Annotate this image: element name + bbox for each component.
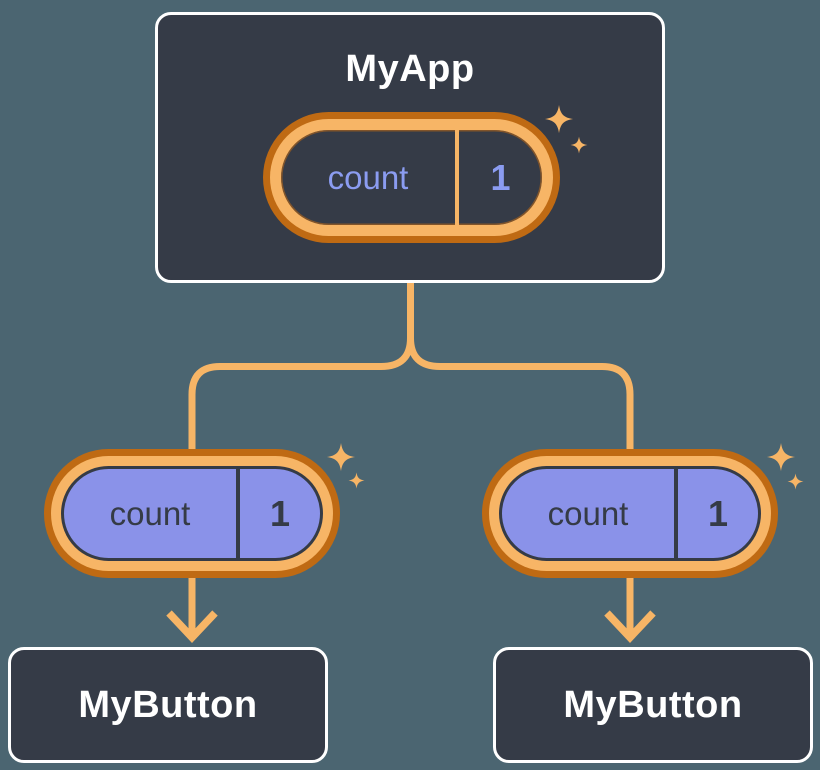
component-box-mybutton-left: MyButton <box>8 647 328 763</box>
prop-value: 1 <box>674 469 758 558</box>
component-title: MyButton <box>78 683 258 726</box>
sparkle-icon <box>326 442 356 472</box>
branch-right-line <box>407 337 634 452</box>
state-pill-ring: count 1 <box>270 119 553 236</box>
component-box-mybutton-right: MyButton <box>493 647 813 763</box>
prop-pill-ring: count 1 <box>489 456 771 571</box>
branch-left-line <box>188 283 414 452</box>
prop-pill-left: count 1 <box>44 449 340 578</box>
state-value: 1 <box>455 130 542 225</box>
prop-pill-body: count 1 <box>61 466 323 561</box>
sparkle-icon <box>787 473 804 490</box>
prop-pill-right: count 1 <box>482 449 778 578</box>
prop-value: 1 <box>236 469 320 558</box>
prop-pill-body: count 1 <box>499 466 761 561</box>
prop-name: count <box>109 494 191 532</box>
component-title: MyButton <box>563 683 743 726</box>
state-pill-root: count 1 <box>263 112 560 243</box>
arrow-right-head <box>604 610 656 643</box>
prop-name: count <box>547 494 629 532</box>
component-title: MyApp <box>345 48 475 90</box>
arrow-left-head <box>166 610 218 643</box>
state-name: count <box>327 158 409 196</box>
sparkle-icon <box>766 442 796 472</box>
prop-pill-ring: count 1 <box>51 456 333 571</box>
sparkle-icon <box>348 472 365 489</box>
state-pill-body: count 1 <box>281 130 542 225</box>
